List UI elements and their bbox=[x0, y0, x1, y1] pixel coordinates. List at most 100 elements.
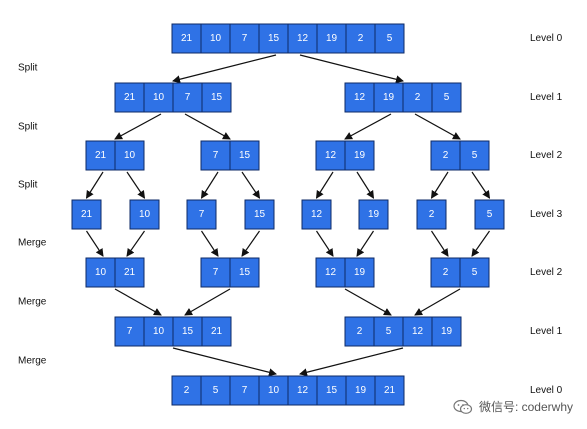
cell-value: 2 bbox=[358, 33, 364, 44]
array-cell bbox=[431, 82, 462, 113]
array-cell bbox=[172, 82, 203, 113]
array-cell bbox=[402, 316, 433, 347]
cell-value: 10 bbox=[210, 33, 222, 44]
array-cell bbox=[373, 82, 404, 113]
wechat-icon bbox=[453, 399, 473, 414]
cell-value: 5 bbox=[444, 92, 450, 103]
array-cell bbox=[374, 375, 405, 406]
array-cell bbox=[200, 257, 231, 288]
cell-value: 10 bbox=[153, 92, 165, 103]
level-label: Level 3 bbox=[530, 209, 563, 220]
arrow bbox=[299, 347, 404, 377]
array-cell bbox=[431, 316, 462, 347]
cell-value: 19 bbox=[354, 267, 366, 278]
cell-value: 2 bbox=[415, 92, 421, 103]
cell-value: 10 bbox=[95, 267, 107, 278]
cell-value: 21 bbox=[124, 92, 136, 103]
cell-value: 2 bbox=[357, 326, 363, 337]
cell-value: 21 bbox=[95, 150, 107, 161]
cell-value: 5 bbox=[386, 326, 392, 337]
array-cell bbox=[315, 140, 346, 171]
array-cell bbox=[287, 375, 318, 406]
array-cell bbox=[402, 82, 433, 113]
array-cell bbox=[474, 199, 505, 230]
array-cell bbox=[229, 140, 260, 171]
arrow bbox=[299, 54, 404, 84]
arrow bbox=[184, 113, 231, 140]
cell-value: 19 bbox=[354, 150, 366, 161]
cell-value: 19 bbox=[368, 209, 380, 220]
arrow bbox=[344, 113, 392, 140]
cell-value: 10 bbox=[139, 209, 151, 220]
array-cell bbox=[244, 199, 275, 230]
cell-value: 5 bbox=[472, 150, 478, 161]
arrow bbox=[85, 171, 104, 199]
arrow bbox=[184, 288, 231, 316]
arrow bbox=[356, 171, 375, 199]
merge-label: Merge bbox=[18, 297, 47, 308]
array-cell bbox=[229, 375, 260, 406]
cell-value: 10 bbox=[124, 150, 136, 161]
arrow bbox=[172, 347, 277, 377]
cell-value: 12 bbox=[325, 267, 337, 278]
array-cell bbox=[258, 375, 289, 406]
cell-value: 5 bbox=[472, 267, 478, 278]
watermark-text: 微信号: coderwhy bbox=[478, 400, 573, 414]
array-cell bbox=[201, 316, 232, 347]
array-cell bbox=[358, 199, 389, 230]
cell-value: 15 bbox=[182, 326, 194, 337]
split-label: Split bbox=[18, 122, 38, 133]
cell-value: 19 bbox=[355, 385, 367, 396]
cell-value: 15 bbox=[326, 385, 338, 396]
arrow bbox=[200, 230, 219, 257]
arrow bbox=[241, 230, 260, 257]
cell-value: 21 bbox=[384, 385, 396, 396]
merge-label: Merge bbox=[18, 356, 47, 367]
array-cell bbox=[345, 375, 376, 406]
arrow bbox=[315, 230, 334, 257]
array-cell bbox=[171, 23, 202, 54]
cell-value: 15 bbox=[211, 92, 223, 103]
arrow bbox=[114, 288, 162, 316]
cell-value: 21 bbox=[181, 33, 193, 44]
level-label: Level 0 bbox=[530, 385, 563, 396]
cell-value: 21 bbox=[124, 267, 136, 278]
array-cell bbox=[129, 199, 160, 230]
level-label: Level 2 bbox=[530, 267, 563, 278]
array-cell bbox=[373, 316, 404, 347]
cell-value: 5 bbox=[387, 33, 393, 44]
cell-value: 10 bbox=[268, 385, 280, 396]
watermark: 微信号: coderwhy bbox=[453, 398, 573, 415]
cell-value: 12 bbox=[297, 385, 309, 396]
arrow bbox=[471, 171, 491, 199]
cell-value: 19 bbox=[383, 92, 395, 103]
cell-value: 2 bbox=[443, 150, 449, 161]
array-cell bbox=[344, 257, 375, 288]
split-label: Split bbox=[18, 63, 38, 74]
array-cell bbox=[85, 257, 116, 288]
array-cell bbox=[229, 23, 260, 54]
array-cell bbox=[344, 140, 375, 171]
array-cell bbox=[374, 23, 405, 54]
split-label: Split bbox=[18, 180, 38, 191]
level-label: Level 0 bbox=[530, 33, 563, 44]
cell-value: 7 bbox=[242, 33, 248, 44]
cell-value: 21 bbox=[81, 209, 93, 220]
cell-value: 2 bbox=[184, 385, 190, 396]
cell-value: 7 bbox=[242, 385, 248, 396]
cell-value: 19 bbox=[441, 326, 453, 337]
arrow bbox=[172, 54, 277, 84]
array-cell bbox=[201, 82, 232, 113]
array-cell bbox=[301, 199, 332, 230]
cell-value: 10 bbox=[153, 326, 165, 337]
array-cell bbox=[316, 375, 347, 406]
arrow bbox=[344, 288, 392, 316]
cell-value: 15 bbox=[239, 150, 251, 161]
merge-label: Merge bbox=[18, 238, 47, 249]
cell-value: 2 bbox=[429, 209, 435, 220]
cell-value: 15 bbox=[239, 267, 251, 278]
array-cell bbox=[459, 140, 490, 171]
arrow bbox=[471, 230, 490, 257]
